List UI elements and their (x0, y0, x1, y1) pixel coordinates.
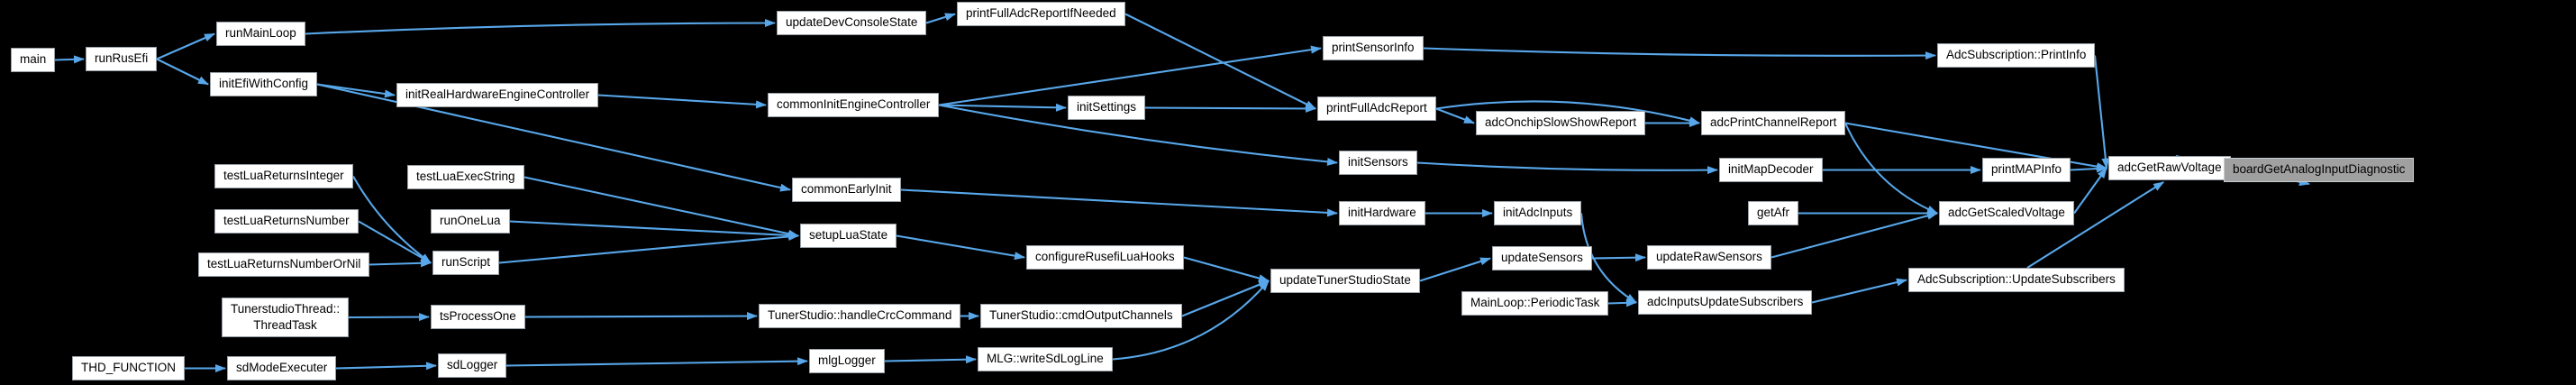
call-edge-AdcSubscription_UpdateSubscribers-to-adcGetRawVoltage (2026, 181, 2165, 269)
call-edge-runRusEfi-to-runMainLoop (156, 32, 215, 60)
node-printMAPInfo[interactable]: printMAPInfo (1982, 158, 2071, 182)
call-edge-testLuaReturnsInteger-to-runScript (352, 175, 432, 264)
call-edge-initSensors-to-initMapDecoder (1416, 161, 1718, 175)
call-edge-adcPrintChannelReport-to-adcGetRawVoltage (1844, 122, 2107, 171)
call-edge-mlgLogger-to-MLG_writeSdLogLine (884, 355, 977, 364)
call-edge-printFullAdcReportIfNeeded-to-printFullAdcReport (1124, 13, 1316, 110)
node-runRusEfi[interactable]: runRusEfi (86, 47, 158, 71)
call-edge-initRealHardwareEngineController-to-commonInitEngineController (597, 94, 767, 109)
call-edge-initSettings-to-printFullAdcReport (1144, 104, 1316, 113)
node-testLuaReturnsNumberOrNil[interactable]: testLuaReturnsNumberOrNil (198, 252, 370, 277)
node-AdcSubscription_PrintInfo[interactable]: AdcSubscription::PrintInfo (1937, 43, 2096, 68)
node-commonEarlyInit[interactable]: commonEarlyInit (792, 178, 901, 202)
node-MainLoop_PeriodicTask[interactable]: MainLoop::PeriodicTask (1461, 291, 1609, 316)
call-edge-updateSensors-to-updateRawSensors (1591, 253, 1646, 262)
call-edge-testLuaReturnsNumber-to-runScript (358, 220, 432, 264)
node-TunerstudioThread_ThreadTask[interactable]: TunerstudioThread:: ThreadTask (222, 298, 350, 338)
node-testLuaExecString[interactable]: testLuaExecString (407, 165, 524, 189)
call-edge-updateTunerStudioState-to-updateSensors (1419, 257, 1491, 282)
node-runMainLoop[interactable]: runMainLoop (216, 22, 305, 46)
call-edge-sdLogger-to-mlgLogger (505, 357, 808, 367)
node-MLG_writeSdLogLine[interactable]: MLG::writeSdLogLine (978, 347, 1113, 371)
node-getAfr[interactable]: getAfr (1748, 201, 1799, 225)
node-updateDevConsoleState[interactable]: updateDevConsoleState (777, 11, 927, 35)
node-sdLogger[interactable]: sdLogger (438, 353, 507, 378)
node-configureRusefiLuaHooks[interactable]: configureRusefiLuaHooks (1026, 245, 1184, 270)
call-edge-TunerStudio_cmdOutputChannels-to-updateTunerStudioState (1181, 280, 1270, 317)
node-setupLuaState[interactable]: setupLuaState (800, 224, 897, 248)
call-edge-runMainLoop-to-updateDevConsoleState (305, 19, 776, 35)
node-commonInitEngineController[interactable]: commonInitEngineController (768, 93, 940, 117)
node-testLuaReturnsInteger[interactable]: testLuaReturnsInteger (214, 164, 353, 188)
call-edge-printMAPInfo-to-adcGetRawVoltage (2070, 164, 2107, 173)
node-adcOnchipSlowShowReport[interactable]: adcOnchipSlowShowReport (1476, 111, 1646, 135)
call-edge-runScript-to-setupLuaState (498, 233, 799, 264)
call-edge-printFullAdcReport-to-adcOnchipSlowShowReport (1435, 107, 1475, 124)
node-adcPrintChannelReport[interactable]: adcPrintChannelReport (1701, 111, 1846, 135)
call-edge-adcGetScaledVoltage-to-adcGetRawVoltage (2073, 167, 2107, 215)
node-updateRawSensors[interactable]: updateRawSensors (1647, 245, 1771, 270)
call-edge-printFullAdcReport-to-adcPrintChannelReport (1435, 100, 1700, 125)
call-edge-testLuaExecString-to-setupLuaState (523, 176, 799, 238)
node-printFullAdcReportIfNeeded[interactable]: printFullAdcReportIfNeeded (957, 2, 1125, 26)
call-edge-initEfiWithConfig-to-commonEarlyInit (316, 83, 791, 192)
node-printFullAdcReport[interactable]: printFullAdcReport (1317, 96, 1436, 121)
call-edge-testLuaReturnsNumberOrNil-to-runScript (369, 259, 432, 268)
node-main[interactable]: main (11, 48, 56, 72)
call-edge-runOneLua-to-setupLuaState (509, 220, 799, 240)
node-sdModeExecuter[interactable]: sdModeExecuter (227, 356, 337, 380)
call-edge-adcInputsUpdateSubscribers-to-AdcSubscription_UpdateSubscribers (1811, 278, 1907, 304)
node-initSensors[interactable]: initSensors (1339, 151, 1417, 175)
call-edge-runRusEfi-to-initEfiWithConfig (156, 58, 209, 86)
node-updateSensors[interactable]: updateSensors (1492, 246, 1592, 270)
node-adcGetRawVoltage[interactable]: adcGetRawVoltage (2108, 156, 2231, 180)
node-THD_FUNCTION[interactable]: THD_FUNCTION (72, 356, 185, 380)
call-edge-commonInitEngineController-to-printSensorInfo (938, 45, 1322, 106)
call-edge-sdModeExecuter-to-sdLogger (335, 362, 437, 371)
call-edge-updateDevConsoleState-to-printFullAdcReportIfNeeded (925, 13, 956, 24)
node-TunerStudio_handleCrcCommand[interactable]: TunerStudio::handleCrcCommand (759, 304, 961, 328)
node-initAdcInputs[interactable]: initAdcInputs (1494, 201, 1582, 225)
node-testLuaReturnsNumber[interactable]: testLuaReturnsNumber (214, 209, 359, 234)
call-edge-AdcSubscription_PrintInfo-to-adcGetRawVoltage (2093, 55, 2110, 170)
node-mlgLogger[interactable]: mlgLogger (809, 349, 885, 373)
call-edge-commonInitEngineController-to-initSettings (938, 103, 1067, 112)
node-AdcSubscription_UpdateSubscribers[interactable]: AdcSubscription::UpdateSubscribers (1908, 268, 2125, 292)
node-initEfiWithConfig[interactable]: initEfiWithConfig (210, 72, 318, 96)
call-edge-tsProcessOne-to-TunerStudio_handleCrcCommand (524, 312, 758, 321)
node-adcInputsUpdateSubscribers[interactable]: adcInputsUpdateSubscribers (1638, 290, 1813, 315)
node-initSettings[interactable]: initSettings (1068, 96, 1146, 120)
call-edge-configureRusefiLuaHooks-to-updateTunerStudioState (1183, 256, 1270, 282)
node-adcGetScaledVoltage[interactable]: adcGetScaledVoltage (1939, 201, 2074, 225)
call-edge-initAdcInputs-to-adcInputsUpdateSubscribers (1579, 213, 1637, 304)
call-edge-MLG_writeSdLogLine-to-updateTunerStudioState (1112, 280, 1270, 361)
node-tsProcessOne[interactable]: tsProcessOne (431, 305, 525, 329)
call-edge-TunerstudioThread_ThreadTask-to-tsProcessOne (348, 313, 430, 322)
node-runScript[interactable]: runScript (432, 251, 500, 275)
call-edge-setupLuaState-to-configureRusefiLuaHooks (896, 234, 1025, 261)
call-edge-commonEarlyInit-to-initHardware (900, 188, 1338, 217)
call-edge-updateRawSensors-to-adcGetScaledVoltage (1770, 211, 1938, 259)
call-edge-adcPrintChannelReport-to-adcGetScaledVoltage (1844, 123, 1938, 215)
node-initHardware[interactable]: initHardware (1339, 201, 1425, 225)
node-TunerStudio_cmdOutputChannels[interactable]: TunerStudio::cmdOutputChannels (980, 304, 1182, 328)
call-edge-printSensorInfo-to-AdcSubscription_PrintInfo (1423, 47, 1936, 60)
node-updateTunerStudioState[interactable]: updateTunerStudioState (1270, 269, 1420, 293)
call-edge-MainLoop_PeriodicTask-to-adcInputsUpdateSubscribers (1607, 298, 1637, 307)
node-boardGetAnalogInputDiagnostic: boardGetAnalogInputDiagnostic (2224, 158, 2415, 182)
node-runOneLua[interactable]: runOneLua (431, 209, 510, 234)
node-printSensorInfo[interactable]: printSensorInfo (1323, 36, 1424, 60)
node-initRealHardwareEngineController[interactable]: initRealHardwareEngineController (396, 83, 599, 107)
node-initMapDecoder[interactable]: initMapDecoder (1719, 158, 1823, 182)
call-edge-commonInitEngineController-to-initSensors (938, 104, 1338, 166)
